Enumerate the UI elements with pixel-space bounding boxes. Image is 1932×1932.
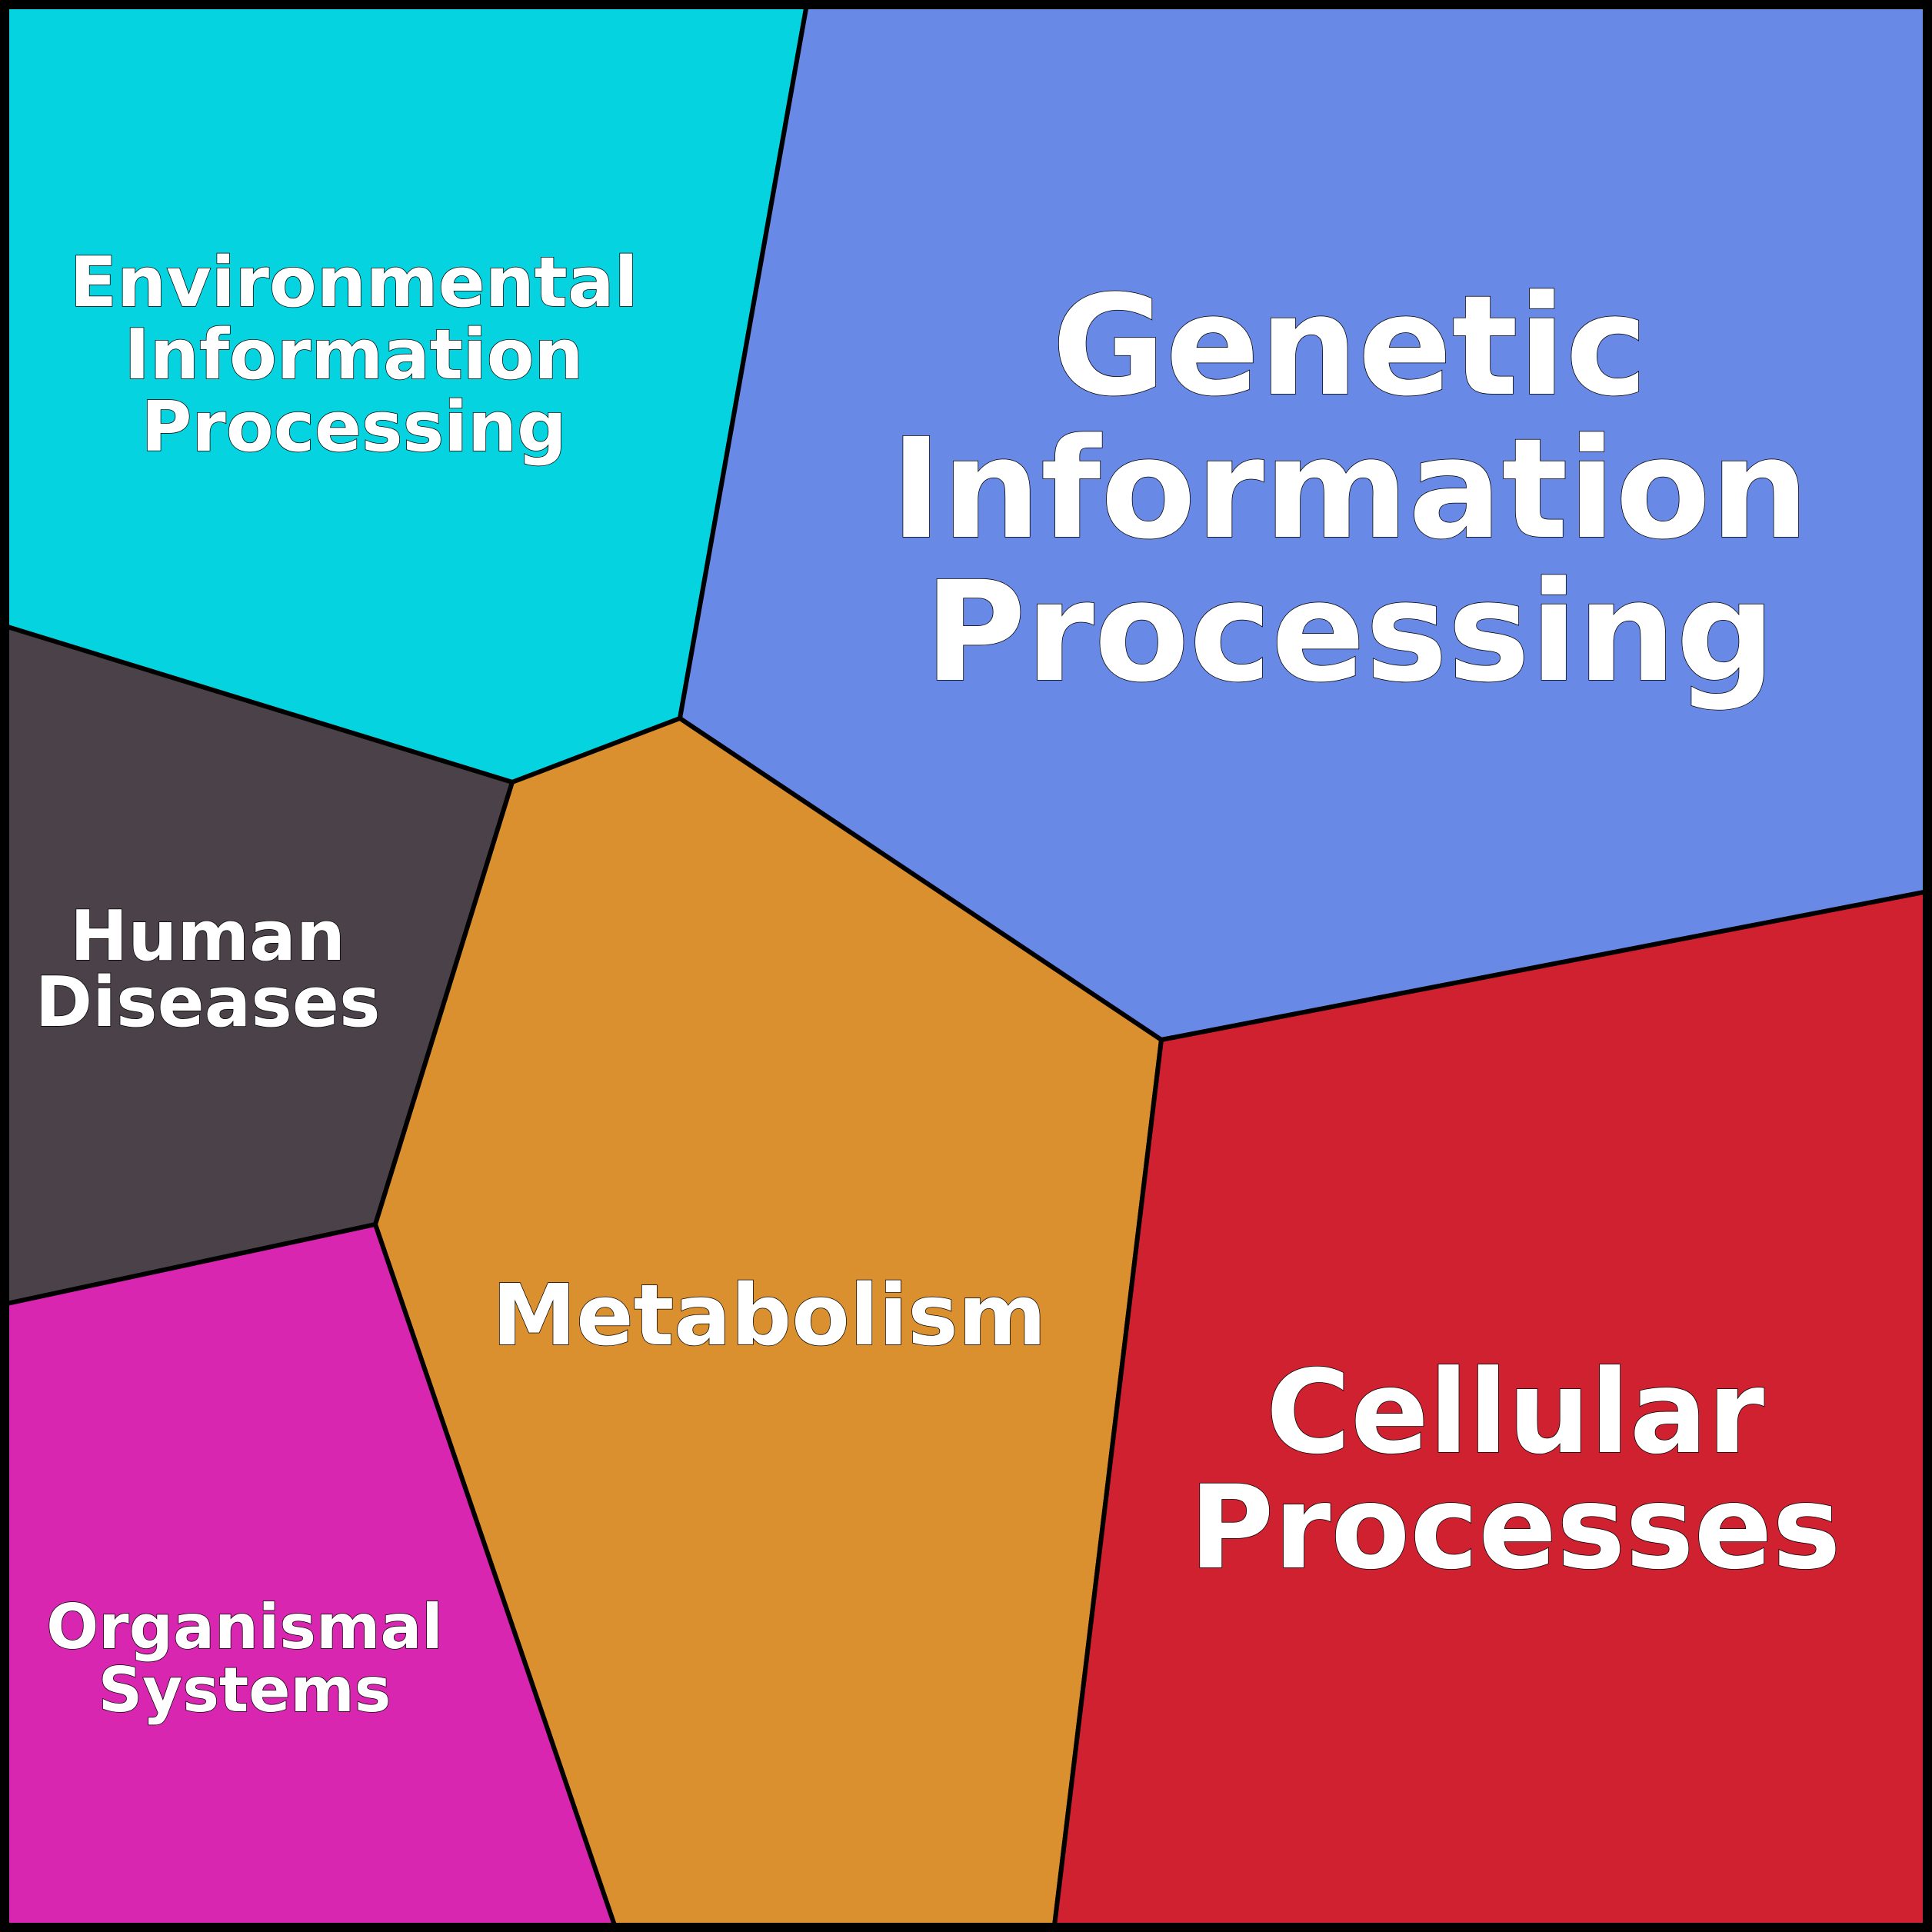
region-cellular-processes [1051, 888, 1932, 1932]
label-line: Information [124, 315, 583, 395]
label-line: Cellular [1266, 1346, 1764, 1480]
label-line: Information [891, 409, 1809, 570]
label-line: Processing [141, 387, 566, 468]
label-line: Genetic [1052, 266, 1648, 427]
region-organismal-systems [0, 1222, 619, 1932]
label-line: Metabolism [492, 1266, 1047, 1364]
label-line: Human [70, 896, 345, 977]
label-line: Processes [1189, 1461, 1840, 1595]
label-line: Systems [98, 1654, 391, 1726]
label-metabolism: Metabolism [492, 1266, 1047, 1364]
label-line: Environmental [70, 242, 638, 323]
label-line: Diseases [35, 962, 380, 1043]
label-line: Organismal [46, 1591, 442, 1663]
label-line: Processing [924, 552, 1775, 713]
